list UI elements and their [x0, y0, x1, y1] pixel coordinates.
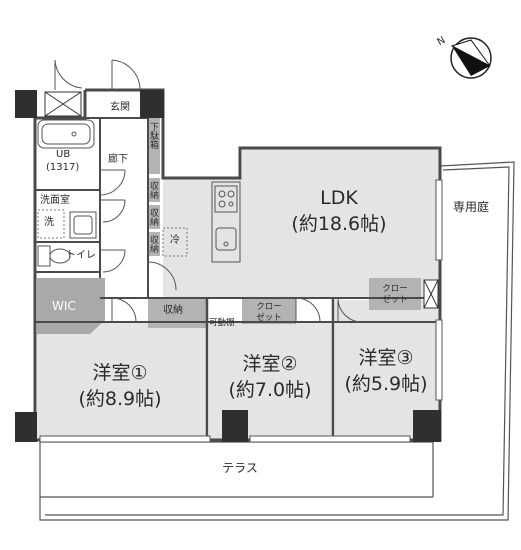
- room-fills: [37, 140, 441, 440]
- closet-mid-fill: [242, 298, 296, 324]
- senmen-label: 洗面室: [40, 195, 70, 206]
- terrace-label: テラス: [222, 461, 258, 475]
- rouka-label: 廊下: [108, 154, 128, 165]
- door-swings: [54, 59, 363, 323]
- geta-label: 下駄箱: [148, 122, 158, 149]
- hall-fill: [100, 140, 148, 290]
- sink-icon: [215, 227, 237, 251]
- room3-size: (約5.9帖): [344, 373, 428, 395]
- wic-fill: [37, 278, 105, 334]
- fridge-space-icon: [162, 227, 188, 257]
- room2-name: 洋室②: [242, 353, 298, 375]
- kadoudana-label: 可動棚: [209, 318, 235, 328]
- pipe-shafts: [44, 91, 439, 309]
- room2-size: (約7.0帖): [228, 379, 312, 401]
- kitchen-counter: [211, 181, 241, 263]
- north-arrow-icon: [450, 37, 492, 79]
- rei-label: 冷: [170, 235, 180, 246]
- geta-fill: [148, 118, 160, 174]
- windows: [39, 179, 443, 443]
- room1-size: (約8.9帖): [78, 388, 162, 410]
- closet-right-label: クロー ゼット: [382, 284, 408, 305]
- ub-label: UB: [56, 149, 71, 160]
- columns: [15, 90, 441, 442]
- ldk-fill: [242, 148, 439, 298]
- shuno-b-fill: [148, 205, 160, 229]
- stove-icon: [214, 185, 238, 213]
- toilet-label: トイレ: [66, 250, 96, 261]
- room3-name: 洋室③: [358, 347, 414, 369]
- toilet-icon: [37, 245, 71, 267]
- shuno-c-fill: [148, 232, 160, 256]
- shuno-a-label: 収納: [148, 181, 158, 199]
- genkan-label: 玄関: [110, 102, 130, 113]
- bathtub-icon: [37, 119, 95, 149]
- sen-label: 洗: [44, 217, 54, 228]
- senyoutei-label: 専用庭: [453, 200, 490, 214]
- washer-space-icon: [37, 209, 65, 239]
- shuno-c-label: 収納: [148, 235, 158, 253]
- wic-label: WIC: [52, 299, 76, 313]
- shuno-a-fill: [148, 178, 160, 202]
- shuno-main-label: 収納: [163, 305, 183, 316]
- room1-name: 洋室①: [92, 362, 148, 384]
- room1-fill: [37, 322, 207, 440]
- ub-size-label: (1317): [46, 162, 80, 173]
- kitchen-fill: [163, 178, 243, 298]
- shuno-b-label: 収納: [148, 208, 158, 226]
- ldk-size: (約18.6帖): [291, 213, 387, 235]
- closet-right-fill: [369, 278, 421, 310]
- closet-mid-label: クロー ゼット: [256, 302, 282, 323]
- washbasin-icon: [69, 211, 97, 239]
- ldk-name: LDK: [320, 187, 358, 209]
